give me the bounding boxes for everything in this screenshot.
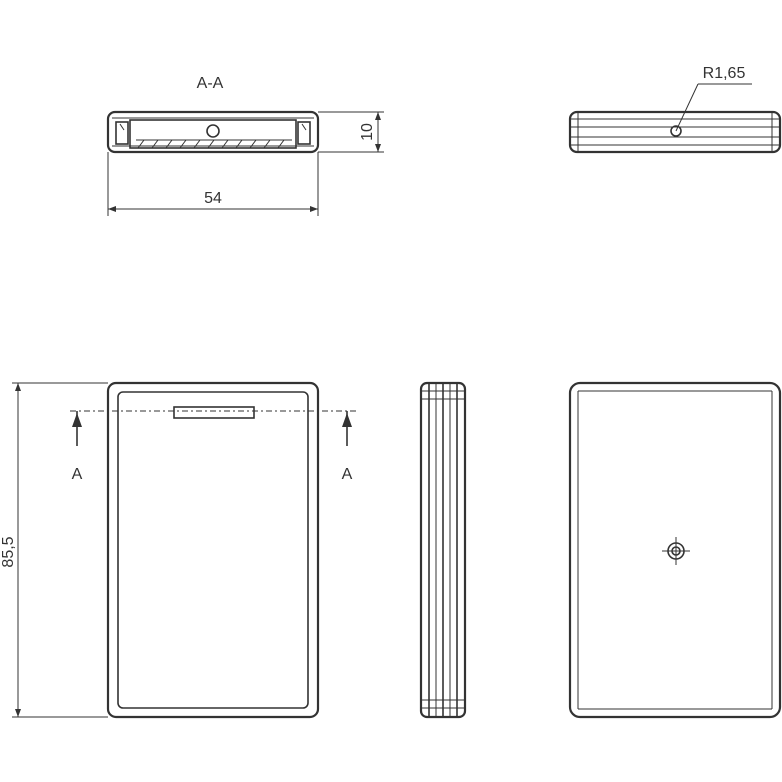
side-view [419,381,467,719]
clip-detail-right [301,123,307,131]
front-view: A A 85,5 [0,381,356,719]
arrow-up [375,112,381,120]
front-outline [106,381,320,719]
arrow-length-bottom [15,709,21,717]
section-left-clip [115,121,129,145]
section-outline [106,110,320,154]
section-right-clip [297,121,311,145]
back-view [568,381,782,719]
arrow-left [108,206,116,212]
dim-height-label: 10 [359,123,376,141]
marker-right-label: A [342,466,353,483]
dim-length-label: 85,5 [0,536,17,567]
front-slot [173,406,255,419]
section-hole [206,124,220,138]
clip-detail-left [119,123,125,131]
dim-width-label: 54 [204,190,222,207]
end-view-top: R1,65 [568,65,782,154]
marker-left-arrow [72,413,82,427]
arrow-length-top [15,383,21,391]
radius-label: R1,65 [703,65,746,82]
marker-right-arrow [342,413,352,427]
end-view-outline [568,110,782,154]
radius-leader [675,83,699,132]
marker-left-label: A [72,466,83,483]
back-outline [568,381,782,719]
arrow-down [375,144,381,152]
mounting-hole-icon [662,537,690,565]
arrow-right [310,206,318,212]
front-inner-border [117,391,309,709]
section-cavity [129,119,297,149]
section-view-aa: A-A 10 [106,75,384,216]
section-hatching [136,139,292,149]
section-title: A-A [197,75,224,92]
end-view-hole [670,125,682,137]
